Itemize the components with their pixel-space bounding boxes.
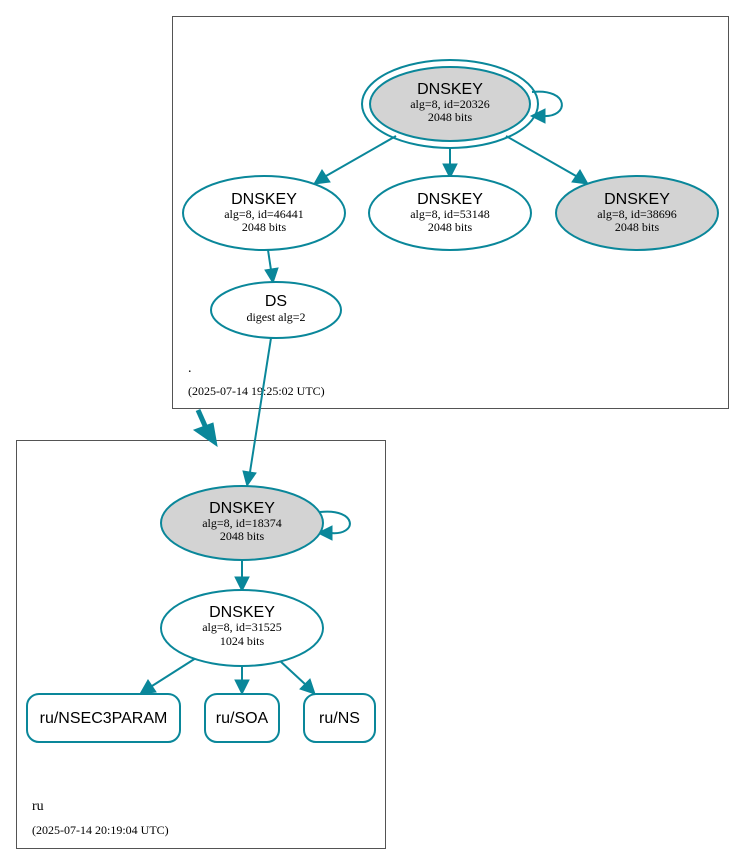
node-root-zsk2-shape bbox=[368, 175, 532, 251]
edge-root-ksk-to-zsk1 bbox=[325, 135, 397, 177]
node-title: DNSKEY bbox=[604, 191, 670, 208]
node-size: 2048 bits bbox=[242, 220, 287, 234]
node-rr-nsec3param-shape bbox=[26, 693, 181, 743]
node-title: DNSKEY bbox=[209, 500, 275, 517]
edge-ru-ksk-self bbox=[319, 510, 351, 535]
node-label: ru/NSEC3PARAM bbox=[40, 710, 168, 727]
node-detail: alg=8, id=53148 bbox=[410, 207, 490, 221]
node-size: 2048 bits bbox=[428, 220, 473, 234]
arrowhead bbox=[299, 678, 316, 695]
node-rr-ns: ru/NS bbox=[303, 693, 376, 743]
arrowhead bbox=[529, 108, 546, 124]
node-title: DS bbox=[265, 293, 287, 310]
zone-ru-timestamp: (2025-07-14 20:19:04 UTC) bbox=[32, 823, 169, 837]
node-size: 1024 bits bbox=[220, 634, 265, 648]
edges bbox=[139, 90, 589, 696]
node-ru-zsk: DNSKEY alg=8, id=31525 1024 bits bbox=[160, 589, 324, 667]
node-title: DNSKEY bbox=[417, 81, 483, 98]
node-title: DNSKEY bbox=[417, 191, 483, 208]
node-label: ru/NS bbox=[319, 710, 360, 727]
node-title: DNSKEY bbox=[209, 604, 275, 621]
edge-root-ksk-to-ksk2 bbox=[505, 135, 577, 177]
node-root-zsk1-shape bbox=[182, 175, 346, 251]
node-root-zsk2: DNSKEY alg=8, id=53148 2048 bits bbox=[368, 175, 532, 251]
node-ru-ksk: DNSKEY alg=8, id=18374 2048 bits bbox=[160, 485, 324, 561]
edge-ds-to-ru-ksk bbox=[249, 337, 272, 473]
edge-zsk-to-nsec3param bbox=[151, 657, 197, 687]
node-root-ksk2: DNSKEY alg=8, id=38696 2048 bits bbox=[555, 175, 719, 251]
arrowhead bbox=[242, 470, 257, 488]
node-size: 2048 bits bbox=[615, 220, 660, 234]
trust-anchor-ring bbox=[361, 59, 539, 149]
node-label: ru/SOA bbox=[216, 710, 269, 727]
node-detail: alg=8, id=20326 bbox=[410, 97, 490, 111]
arrowhead bbox=[234, 679, 250, 696]
node-size: 2048 bits bbox=[428, 110, 473, 124]
node-ru-zsk-shape bbox=[160, 589, 324, 667]
arrowhead bbox=[192, 422, 218, 448]
zone-ru-name: ru bbox=[32, 799, 44, 814]
node-detail: alg=8, id=31525 bbox=[202, 620, 282, 634]
node-size: 2048 bits bbox=[220, 529, 265, 543]
edge-delegation bbox=[195, 408, 209, 430]
arrowhead bbox=[313, 169, 331, 185]
node-ru-ds-shape bbox=[210, 281, 342, 339]
node-root-ksk2-shape bbox=[555, 175, 719, 251]
edge-zsk1-to-ds bbox=[267, 249, 272, 271]
node-root-ksk-shape bbox=[369, 66, 531, 142]
node-rr-nsec3param: ru/NSEC3PARAM bbox=[26, 693, 181, 743]
arrowhead bbox=[316, 525, 333, 541]
arrowhead bbox=[264, 267, 279, 285]
node-detail: alg=8, id=46441 bbox=[224, 207, 304, 221]
node-rr-soa: ru/SOA bbox=[204, 693, 280, 743]
node-title: DNSKEY bbox=[231, 191, 297, 208]
node-detail: alg=8, id=38696 bbox=[597, 207, 677, 221]
node-detail: digest alg=2 bbox=[246, 310, 305, 324]
zone-root-timestamp: (2025-07-14 19:25:02 UTC) bbox=[188, 384, 325, 398]
node-rr-ns-shape bbox=[303, 693, 376, 743]
node-root-ksk: DNSKEY alg=8, id=20326 2048 bits bbox=[361, 59, 539, 149]
arrowhead bbox=[442, 163, 458, 180]
node-root-zsk1: DNSKEY alg=8, id=46441 2048 bits bbox=[182, 175, 346, 251]
arrowhead bbox=[234, 576, 250, 593]
zone-root-name: . bbox=[188, 361, 192, 376]
node-rr-soa-shape bbox=[204, 693, 280, 743]
node-detail: alg=8, id=18374 bbox=[202, 516, 282, 530]
node-ru-ksk-shape bbox=[160, 485, 324, 561]
edge-root-ksk-self bbox=[531, 90, 563, 118]
node-ru-ds: DS digest alg=2 bbox=[210, 281, 342, 339]
edge-zsk-to-ns bbox=[278, 659, 307, 686]
arrowhead bbox=[571, 169, 589, 185]
